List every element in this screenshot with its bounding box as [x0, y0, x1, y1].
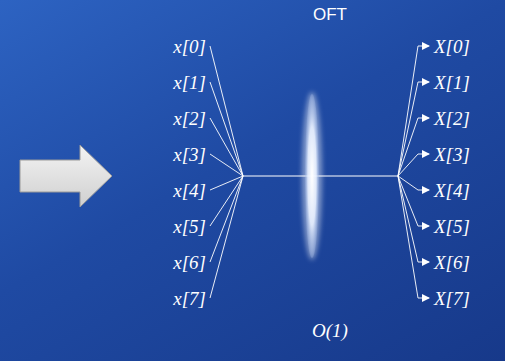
- output-sample: X[5]: [434, 217, 470, 236]
- output-ray: [398, 118, 429, 176]
- input-sample: x[4]: [173, 181, 206, 200]
- input-sample: x[6]: [173, 253, 206, 272]
- input-sample: x[7]: [173, 289, 206, 308]
- input-sample: x[0]: [173, 37, 206, 56]
- input-ray: [210, 82, 243, 176]
- output-ray: [398, 176, 429, 262]
- lens: [305, 94, 319, 258]
- output-ray: [398, 176, 429, 226]
- output-ray: [398, 46, 429, 176]
- output-sample: X[7]: [434, 289, 470, 308]
- input-ray: [210, 154, 243, 176]
- input-ray: [210, 176, 243, 262]
- input-sample: x[3]: [173, 145, 206, 164]
- output-sample: X[1]: [434, 73, 470, 92]
- output-ray: [398, 154, 429, 176]
- output-sample: X[4]: [434, 181, 470, 200]
- output-sample: X[0]: [434, 37, 470, 56]
- output-sample: X[2]: [434, 109, 470, 128]
- input-arrow: [20, 145, 112, 207]
- diagram-title: OFT: [313, 6, 347, 23]
- input-ray: [210, 118, 243, 176]
- input-ray: [210, 46, 243, 176]
- input-ray: [210, 176, 243, 298]
- lens-glow: [302, 92, 322, 260]
- output-ray: [398, 176, 429, 298]
- input-sample: x[5]: [173, 217, 206, 236]
- output-sample: X[6]: [434, 253, 470, 272]
- output-sample: X[3]: [434, 145, 470, 164]
- output-ray: [398, 82, 429, 176]
- input-sample: x[2]: [173, 109, 206, 128]
- complexity-caption: O(1): [312, 321, 348, 340]
- input-sample: x[1]: [173, 73, 206, 92]
